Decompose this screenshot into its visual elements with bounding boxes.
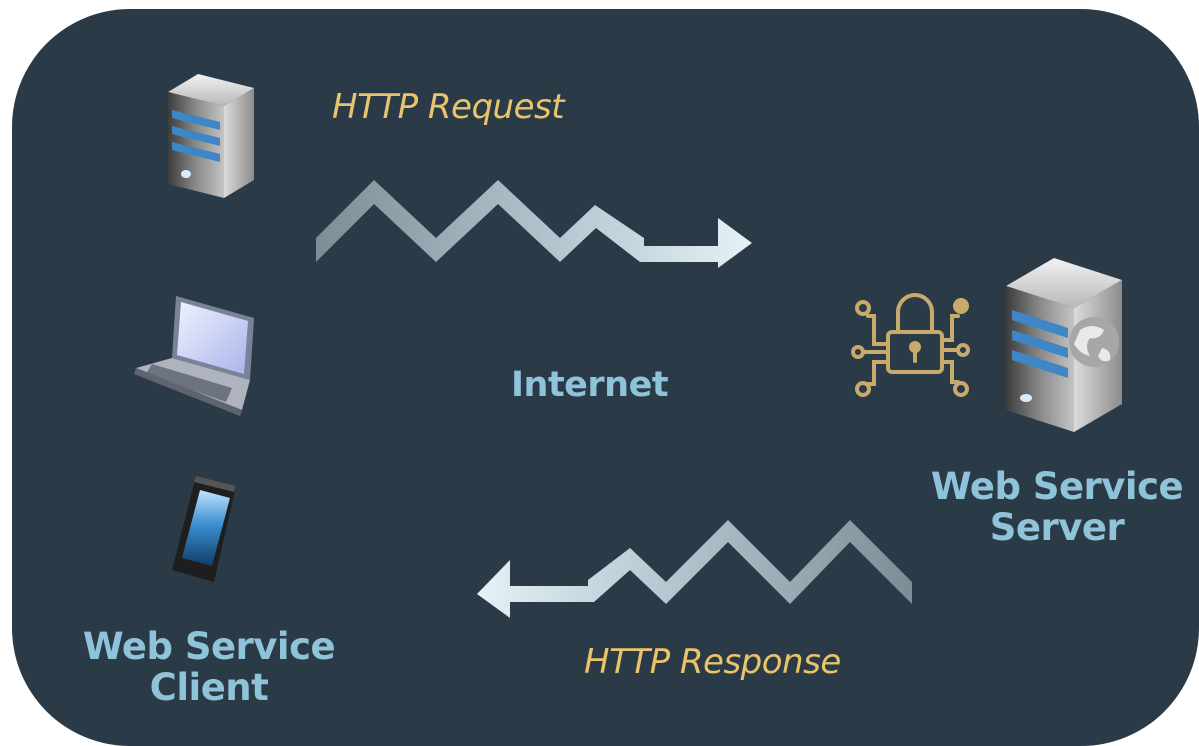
client-label-line-2: Client — [149, 666, 269, 710]
circuit-padlock-icon — [851, 293, 970, 397]
smartphone-icon — [172, 476, 236, 582]
laptop-icon — [134, 296, 254, 416]
web-service-client-label: Web Service Client — [78, 626, 340, 709]
http-response-arrow — [477, 520, 912, 618]
server-label-line-2: Server — [989, 506, 1125, 550]
http-response-label: HTTP Response — [584, 642, 841, 682]
http-request-arrow — [316, 180, 752, 268]
desktop-tower-icon — [168, 74, 254, 198]
client-label-line-1: Web Service — [82, 625, 336, 668]
http-request-label: HTTP Request — [332, 87, 565, 127]
web-server-tower-icon — [1006, 258, 1122, 432]
internet-label: Internet — [511, 365, 669, 405]
server-label-line-1: Web Service — [930, 465, 1184, 508]
web-service-server-label: Web Service Server — [922, 466, 1192, 549]
